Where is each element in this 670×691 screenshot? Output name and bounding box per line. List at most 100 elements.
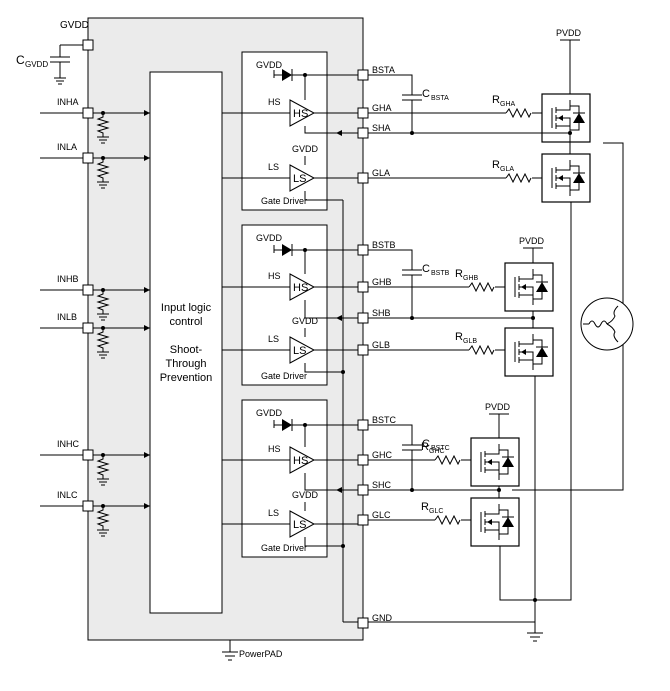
bst-pin-label: BSTC (372, 415, 397, 425)
cbst-label-sub: BSTB (431, 270, 450, 277)
system-ground (527, 622, 543, 642)
input-label-inha: INHA (57, 97, 79, 107)
pulldown-resistor-symbol (96, 290, 110, 321)
body-diode (536, 347, 548, 357)
pulldown-resistor-symbol (96, 506, 110, 537)
input-label-inlc: INLC (57, 490, 78, 500)
bst-pin-label: BSTB (372, 240, 396, 250)
cbst-label-main: C (422, 88, 430, 100)
sh-pin-label: SHB (372, 308, 391, 318)
body-diode (502, 517, 514, 527)
rgl-label-main: R (492, 159, 500, 171)
buffer-triangle (289, 164, 316, 192)
gate-driver-label: Gate Driver (261, 196, 307, 206)
logic-sub-line3: Prevention (160, 372, 213, 384)
gnd-pin-label: GND (372, 613, 393, 623)
bst-pin (357, 69, 369, 81)
cbst-capacitor (368, 74, 422, 133)
diode-wire (273, 245, 282, 253)
rgh-label-main: R (455, 268, 463, 280)
cgvdd-capacitor (50, 45, 70, 85)
pvdd-label: PVDD (485, 402, 511, 412)
sh-pin (357, 484, 369, 496)
input-arrow (144, 287, 150, 293)
cbst-label-sub: BSTA (431, 95, 449, 102)
input-pin (82, 107, 94, 119)
ls-buffer: LS (289, 510, 316, 538)
buffer-label: LS (293, 519, 306, 531)
cbst-capacitor (368, 249, 422, 318)
sh-pin (357, 127, 369, 139)
diode-wire (273, 70, 282, 78)
junction-dot (410, 316, 414, 320)
pulldown-resistor-symbol (96, 158, 110, 189)
body-diode (573, 113, 585, 123)
ls-buffer: LS (289, 336, 316, 364)
pulldown-resistor-symbol (96, 328, 110, 359)
junction-dot (531, 316, 535, 320)
mosfet-arrow (521, 349, 526, 355)
gl-pin (357, 172, 369, 184)
phase-c: Gate DriverGVDDHSHSGVDDLSLSBSTCGHCSHCGLC… (222, 399, 520, 558)
gh-pin-label: GHB (372, 277, 392, 287)
rgh-resistor (468, 281, 495, 293)
mosfet-arrow (487, 459, 492, 465)
buffer-triangle (289, 99, 316, 127)
cgvdd-label-main: C (16, 53, 25, 67)
rgh-label-main: R (492, 94, 500, 106)
ls-label: LS (268, 334, 279, 344)
buffer-triangle (289, 273, 316, 301)
body-diode (573, 173, 585, 183)
phase-b: Gate DriverGVDDHSHSGVDDLSLSBSTBGHBSHBGLB… (222, 224, 554, 386)
gvdd-ls-label: GVDD (292, 144, 319, 154)
hs-buffer: HS (289, 99, 316, 127)
mosfet-arrow (487, 519, 492, 525)
cbst-label-sub: BSTC (431, 445, 450, 452)
gh-pin (357, 454, 369, 466)
rgh-resistor (434, 454, 461, 466)
rgh-label-main: R (421, 441, 429, 453)
sh-pin (357, 312, 369, 324)
pulldown-resistor-symbol (96, 113, 110, 144)
ls-buffer: LS (289, 164, 316, 192)
rgh-label-sub: GHB (463, 275, 479, 282)
motor-winding (606, 323, 619, 343)
input-label-inhb: INHB (57, 274, 79, 284)
rgl-resistor (505, 172, 532, 184)
powerpad-label: PowerPAD (239, 649, 283, 659)
buffer-triangle (289, 510, 316, 538)
input-arrow (144, 452, 150, 458)
junction-dot (410, 131, 414, 135)
pulldown-resistor-symbol (96, 455, 110, 486)
cbst-label-main: C (422, 263, 430, 275)
sh-arrow (336, 315, 342, 321)
logic-block (149, 71, 223, 614)
buffer-triangle (289, 446, 316, 474)
bst-pin (357, 244, 369, 256)
rgh-label-sub: GHC (429, 448, 445, 455)
cgvdd-label-sub: GVDD (25, 60, 48, 69)
input-arrow (144, 155, 150, 161)
cbst-label-main: C (422, 438, 430, 450)
gvdd-top-label: GVDD (256, 60, 283, 70)
rgh-resistor (505, 107, 532, 119)
sh-pin-label: SHA (372, 123, 391, 133)
ls-return (304, 191, 343, 201)
gh-pin-label: GHC (372, 450, 393, 460)
pulldown-resistor (96, 290, 110, 321)
gl-pin (357, 344, 369, 356)
buffer-label: HS (293, 455, 308, 467)
rgl-resistor (468, 344, 495, 356)
gl-pin-label: GLC (372, 510, 391, 520)
buffer-label: LS (293, 173, 306, 185)
buffer-label: HS (293, 108, 308, 120)
gvdd-top-label: GVDD (256, 233, 283, 243)
rgl-label-sub: GLA (500, 166, 514, 173)
rgl-resistor (434, 514, 461, 526)
sh-pin-label: SHC (372, 480, 392, 490)
gnd-pin (357, 617, 369, 629)
low-side-mosfet (541, 153, 591, 203)
hs-label: HS (268, 444, 281, 454)
body-diode (502, 457, 514, 467)
